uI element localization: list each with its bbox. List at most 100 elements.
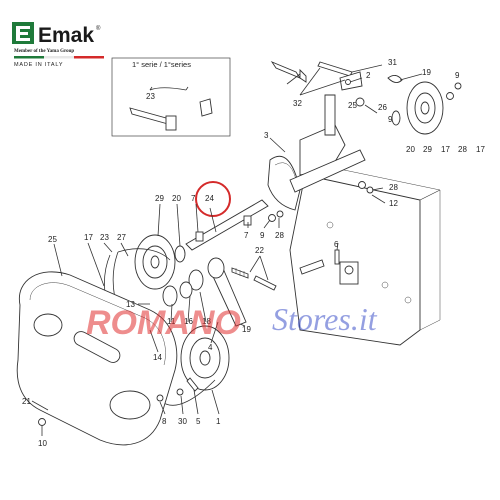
leader-6 — [336, 242, 339, 251]
part-2-hole — [345, 79, 351, 85]
leader-2 — [349, 77, 363, 83]
series-inset: 1° serie / 1°series 23 — [111, 57, 231, 137]
label-28-mid: 28 — [389, 183, 398, 192]
belt-cover-part — [16, 271, 178, 446]
label-29: 29 — [155, 194, 164, 203]
label-9-top: 9 — [388, 115, 393, 124]
leader-19b — [239, 323, 246, 327]
part-28-nut — [454, 82, 462, 90]
part-24-shaft — [185, 199, 269, 251]
leader-12 — [371, 194, 386, 204]
label-9-right: 9 — [455, 71, 460, 80]
part-32-tip — [299, 68, 307, 83]
label-16: 16 — [184, 317, 193, 326]
leader-lines — [31, 64, 423, 415]
part-8-nut — [156, 394, 164, 402]
part-32-lever-a — [270, 61, 302, 79]
watermark-stores: Stores.it — [272, 301, 378, 337]
inset-bracket-part — [165, 115, 177, 131]
label-6: 6 — [334, 240, 339, 249]
part-1-bore — [199, 350, 211, 366]
part-9-bolt — [268, 214, 276, 222]
label-10: 10 — [38, 439, 47, 448]
leader-32b — [299, 67, 321, 96]
part-26-screw — [364, 104, 378, 114]
part-17-washer — [446, 92, 454, 100]
flag-white-stripe — [44, 56, 74, 59]
part-7-key-b — [243, 215, 252, 226]
label-30: 30 — [178, 417, 187, 426]
label-11: 11 — [167, 317, 176, 326]
leader-27 — [120, 242, 129, 257]
leader-22 — [249, 255, 269, 281]
sector-plate-part — [267, 94, 366, 211]
leader-24 — [209, 207, 217, 233]
logo-brand: Emak — [38, 24, 94, 47]
inset-spring-part — [149, 87, 187, 91]
leader-21 — [31, 400, 49, 411]
leader-20 — [176, 203, 181, 247]
label-29-right: 29 — [423, 145, 432, 154]
leader-14 — [149, 329, 159, 353]
frame-hole-1 — [326, 221, 334, 229]
part-26-bolt — [355, 97, 365, 107]
part-28-nut-mid — [358, 181, 366, 189]
part-5-clip — [186, 377, 199, 392]
leader-3 — [269, 137, 286, 153]
leader-9 — [263, 219, 271, 229]
label-28: 28 — [275, 231, 284, 240]
label-7: 7 — [244, 231, 249, 240]
part-21-boss-top — [33, 313, 63, 337]
logo-member-line: Member of the Yama Group — [14, 49, 74, 54]
part-labels: 31 2 19 32 26 25 9 9 17 28 17 20 29 3 28… — [22, 58, 485, 448]
leader-19 — [399, 73, 423, 81]
label-17-far: 17 — [476, 145, 485, 154]
label-13: 13 — [126, 300, 135, 309]
label-2: 2 — [366, 71, 371, 80]
label-32: 32 — [293, 99, 302, 108]
leader-25 — [53, 243, 63, 277]
inset-label-23: 23 — [146, 92, 155, 101]
part-21-slot — [73, 331, 121, 363]
label-22: 22 — [255, 246, 264, 255]
label-14: 14 — [153, 353, 162, 362]
logo-trademark: ® — [96, 25, 101, 32]
leader-30 — [180, 395, 184, 415]
part-13-bearing — [162, 285, 178, 307]
lever-rod-part — [324, 94, 336, 136]
emak-logo: Emak ® Member of the Yama Group MADE IN … — [12, 22, 104, 68]
inset-spring-hooks — [149, 86, 189, 91]
label-9: 9 — [260, 231, 265, 240]
part-30-washer — [176, 388, 184, 396]
leader-7a — [195, 203, 199, 233]
shaft-assembly — [185, 181, 284, 251]
frame-bracket-hole — [344, 265, 354, 275]
part-22-spring-coils — [235, 268, 245, 277]
part-19-circlip — [387, 75, 403, 83]
label-19-mid: 19 — [242, 325, 251, 334]
label-1: 1 — [216, 417, 221, 426]
label-25: 25 — [48, 235, 57, 244]
label-4: 4 — [208, 343, 213, 352]
label-18: 18 — [202, 317, 211, 326]
inset-pin-part — [199, 98, 213, 117]
frame-hole-3 — [404, 296, 412, 304]
label-26: 26 — [378, 103, 387, 112]
leader-4 — [210, 321, 219, 344]
frame-hole-2 — [381, 281, 389, 289]
label-3: 3 — [264, 131, 269, 140]
label-21: 21 — [22, 397, 31, 406]
leader-18 — [199, 291, 207, 323]
label-8: 8 — [162, 417, 167, 426]
top-right-parts — [270, 61, 462, 194]
label-5: 5 — [196, 417, 201, 426]
part-29-pulley-bore — [420, 101, 430, 115]
label-27: 27 — [117, 233, 126, 242]
part-10-screw — [38, 418, 46, 426]
label-25-top: 25 — [348, 101, 357, 110]
part-20-washer — [174, 245, 186, 263]
frame-side-edge — [419, 189, 441, 331]
part-rod-bracket — [299, 259, 325, 275]
leader-5 — [193, 389, 199, 415]
